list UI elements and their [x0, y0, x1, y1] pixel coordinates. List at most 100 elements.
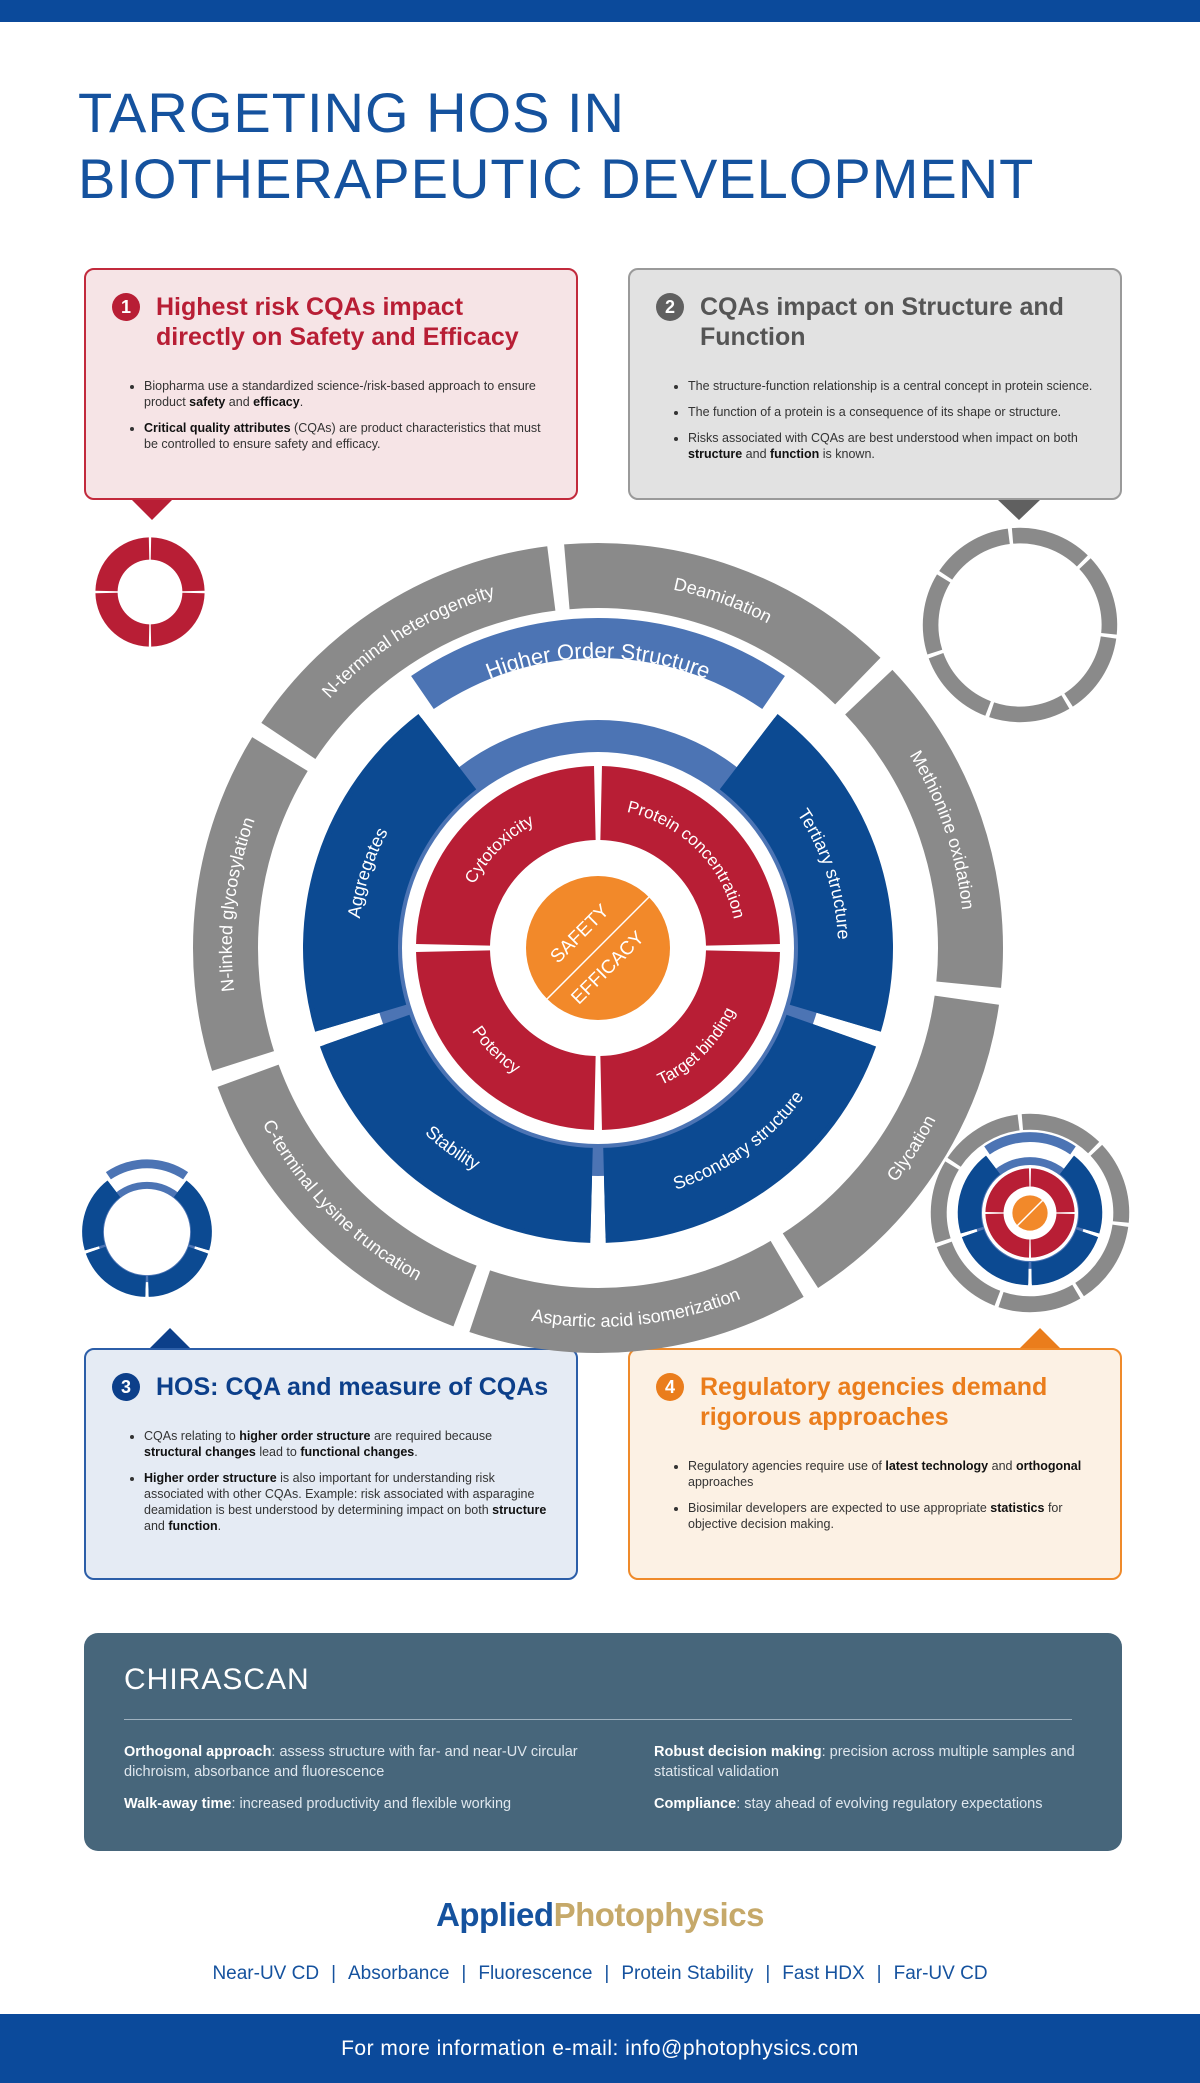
cqa-core-segment [985, 1213, 1030, 1258]
bullet-list: CQAs relating to higher order structure … [112, 1428, 550, 1534]
cqa-core-segment [416, 766, 596, 946]
hos-segment [148, 1246, 208, 1296]
hos-segment [603, 1014, 872, 1238]
separator: | [765, 1963, 771, 1984]
hos-segment [963, 1229, 1029, 1285]
text-fragment: is also important for understanding risk… [144, 1471, 535, 1517]
cqa-segment [261, 546, 556, 760]
bullet-item: The function of a protein is a consequen… [688, 404, 1094, 420]
pointer-red [132, 500, 172, 520]
bold-text: efficacy [253, 395, 300, 409]
bullet-item: Biosimilar developers are expected to us… [688, 1500, 1094, 1532]
cqa-segment [217, 1064, 477, 1327]
text-fragment: Biopharma use a standardized science-/ri… [144, 379, 536, 409]
cqa-segment [989, 695, 1070, 723]
bold-text: safety [189, 395, 226, 409]
separator: | [331, 1963, 336, 1984]
text-fragment: and [742, 447, 770, 461]
text-fragment: are required because [370, 1429, 493, 1443]
red-ring [95, 537, 205, 647]
cqa-segment [564, 543, 881, 705]
box-heading-text: CQAs impact on Structure and Function [700, 293, 1064, 351]
cqa-segment [939, 528, 1010, 580]
technique-item: Fast HDX [782, 1963, 865, 1984]
blue-ring [82, 1159, 212, 1297]
bullet-list: The structure-function relationship is a… [656, 378, 1094, 462]
cqa-segment [998, 1284, 1081, 1313]
cqa-segment [936, 1241, 1001, 1306]
bold-text: Higher order structure [144, 1471, 277, 1485]
bold-text: higher order structure [239, 1429, 371, 1443]
feature-text: : increased productivity and flexible wo… [231, 1796, 512, 1812]
footer-contact[interactable]: For more information e-mail: info@photop… [0, 2014, 1200, 2083]
text-fragment: approaches [688, 1475, 754, 1489]
hos-segment [411, 618, 785, 710]
cqa-core-segment [600, 766, 780, 946]
bold-text: Critical quality attributes [144, 421, 291, 435]
text-fragment: and [988, 1459, 1016, 1473]
hos-inner-gap [103, 1188, 191, 1276]
technique-item: Far-UV CD [893, 1963, 988, 1984]
feature-list: Orthogonal approach: assess structure wi… [124, 1742, 1082, 1814]
hos-segment [173, 1181, 211, 1251]
bullet-list: Regulatory agencies require use of lates… [656, 1458, 1094, 1532]
text-fragment: is known. [819, 447, 875, 461]
feature-item: Walk-away time: increased productivity a… [124, 1794, 614, 1814]
bullet-item: Biopharma use a standardized science-/ri… [144, 378, 550, 410]
text-fragment: . [217, 1519, 222, 1533]
technique-item: Fluorescence [478, 1963, 593, 1984]
cqa-segment [930, 1161, 959, 1244]
cqa-core-segment [1030, 1168, 1075, 1213]
bold-text: functional changes [300, 1445, 415, 1459]
text-fragment: Risks associated with CQAs are best unde… [688, 431, 1078, 445]
grey-ring [922, 527, 1118, 723]
cqa-core-segment [600, 950, 780, 1130]
cqa-core-segment [95, 592, 150, 647]
feature-name: Robust decision making [654, 1744, 822, 1760]
separator: | [461, 1963, 467, 1984]
box-heading: 4 Regulatory agencies demand rigorous app… [656, 1372, 1094, 1432]
grey-ring [930, 1113, 1130, 1313]
feature-name: Compliance [654, 1796, 737, 1812]
box-heading-text: HOS: CQA and measure of CQAs [156, 1373, 549, 1401]
feature-name: Walk-away time [124, 1796, 232, 1812]
box-heading-text: Regulatory agencies demand rigorous appr… [700, 1373, 1048, 1431]
separator: | [876, 1963, 882, 1984]
technique-item: Absorbance [348, 1963, 450, 1984]
number-badge: 4 [656, 1373, 684, 1401]
core-divider [1016, 1199, 1044, 1227]
bold-text: orthogonal [1015, 1459, 1082, 1473]
text-fragment: Biosimilar developers are expected to us… [688, 1501, 991, 1515]
text-fragment: for objective decision making. [688, 1501, 1063, 1531]
bold-text: function [168, 1519, 218, 1533]
text-fragment: The function of a protein is a consequen… [688, 405, 1062, 419]
bold-text: function [770, 447, 820, 461]
cqa-core-segment [416, 950, 596, 1130]
text-fragment: . [299, 395, 304, 409]
top-bar [0, 0, 1200, 22]
cqa-segment [928, 652, 991, 716]
hos-segment [958, 1156, 1001, 1234]
bold-text: structural changes [144, 1445, 256, 1459]
box-heading-text: Highest risk CQAs impact directly on Saf… [156, 293, 519, 351]
pointer-grey [998, 500, 1040, 520]
feature-name: Orthogonal approach [124, 1744, 272, 1760]
cqa-core-segment [150, 592, 205, 647]
chirascan-title: CHIRASCAN [124, 1663, 310, 1696]
cqa-core-segment [150, 537, 205, 592]
regulatory-box: 4 Regulatory agencies demand rigorous app… [628, 1348, 1122, 1580]
cqa-segment [1075, 1224, 1129, 1297]
text-fragment: (CQAs) are product characteristics that … [144, 421, 541, 451]
cqa-segment [1079, 558, 1118, 635]
technique-item: Protein Stability [621, 1963, 754, 1984]
text-fragment: CQAs relating to [144, 1429, 240, 1443]
feature-text: : precision across multiple samples and … [654, 1744, 1075, 1780]
hos-segment [86, 1246, 146, 1296]
bullet-item: Critical quality attributes (CQAs) are p… [144, 420, 550, 452]
text-fragment: lead to [255, 1445, 301, 1459]
bullet-list: Biopharma use a standardized science-/ri… [112, 378, 550, 452]
